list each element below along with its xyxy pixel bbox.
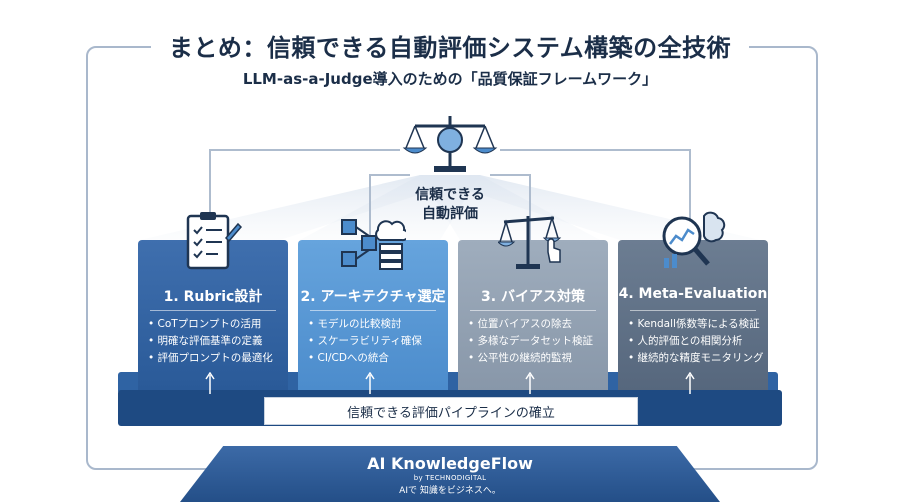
pillar-item: モデルの比較検討 [308, 316, 422, 333]
center-label-line2: 自動評価 [422, 206, 478, 222]
arrow-up-icon [525, 372, 535, 394]
pillar-divider [470, 310, 596, 311]
pillar-item: 公平性の継続的監視 [468, 350, 593, 367]
pillar-divider [310, 310, 436, 311]
pillar-meta-evaluation: 4. Meta-Evaluation Kendall係数等による検証 人的評価と… [618, 240, 768, 390]
pillar-item: 位置バイアスの除去 [468, 316, 593, 333]
pillar-item: 評価プロンプトの最適化 [148, 350, 273, 367]
scale-brain-icon [402, 116, 498, 172]
pillar-heading: 1. Rubric設計 [163, 289, 263, 305]
clipboard-checklist-icon [186, 212, 242, 270]
pillar-item: スケーラビリティ確保 [308, 333, 422, 350]
pipeline-label: 信頼できる評価パイプラインの確立 [264, 397, 638, 425]
pillar-item: Kendall係数等による検証 [628, 316, 764, 333]
architecture-cloud-icon [341, 219, 406, 270]
arrow-up-icon [685, 372, 695, 394]
pillar-item: 継続的な精度モニタリング [628, 350, 764, 367]
brand-tagline: AIで 知識をビジネスへ。 [399, 486, 501, 496]
pillar-item: CI/CDへの統合 [308, 350, 422, 367]
page-title: まとめ：信頼できる自動評価システム構築の全技術 [150, 28, 750, 63]
pillar-heading: 3. バイアス対策 [481, 289, 585, 305]
pillar-heading: 2. アーキテクチャ選定 [300, 289, 446, 305]
footer-banner [180, 446, 720, 502]
pillar-item: 明確な評価基準の定義 [148, 333, 273, 350]
pillar-item: CoTプロンプトの活用 [148, 316, 273, 333]
arrow-up-icon [205, 372, 215, 394]
pillar-item: 人的評価との相関分析 [628, 333, 764, 350]
brand-name: AI KnowledgeFlow [367, 454, 533, 473]
pillar-divider [150, 310, 276, 311]
pillar-architecture: 2. アーキテクチャ選定 モデルの比較検討 スケーラビリティ確保 CI/CDへの… [298, 240, 448, 390]
balance-scale-icon [498, 215, 562, 269]
center-label: 信頼できる 自動評価 [380, 186, 520, 224]
footer-text: AI KnowledgeFlow by TECHNODIGITAL AIで 知識… [0, 446, 900, 496]
center-label-line1: 信頼できる [415, 187, 485, 203]
magnifier-brain-icon [662, 211, 726, 268]
pillar-divider [630, 310, 756, 311]
page-subtitle: LLM-as-a-Judge導入のための「品質保証フレームワーク」 [242, 70, 658, 88]
pillar-heading: 4. Meta-Evaluation [618, 286, 768, 302]
brand-byline: by TECHNODIGITAL [413, 474, 487, 482]
arrow-up-icon [365, 372, 375, 394]
pillar-item: 多様なデータセット検証 [468, 333, 594, 350]
